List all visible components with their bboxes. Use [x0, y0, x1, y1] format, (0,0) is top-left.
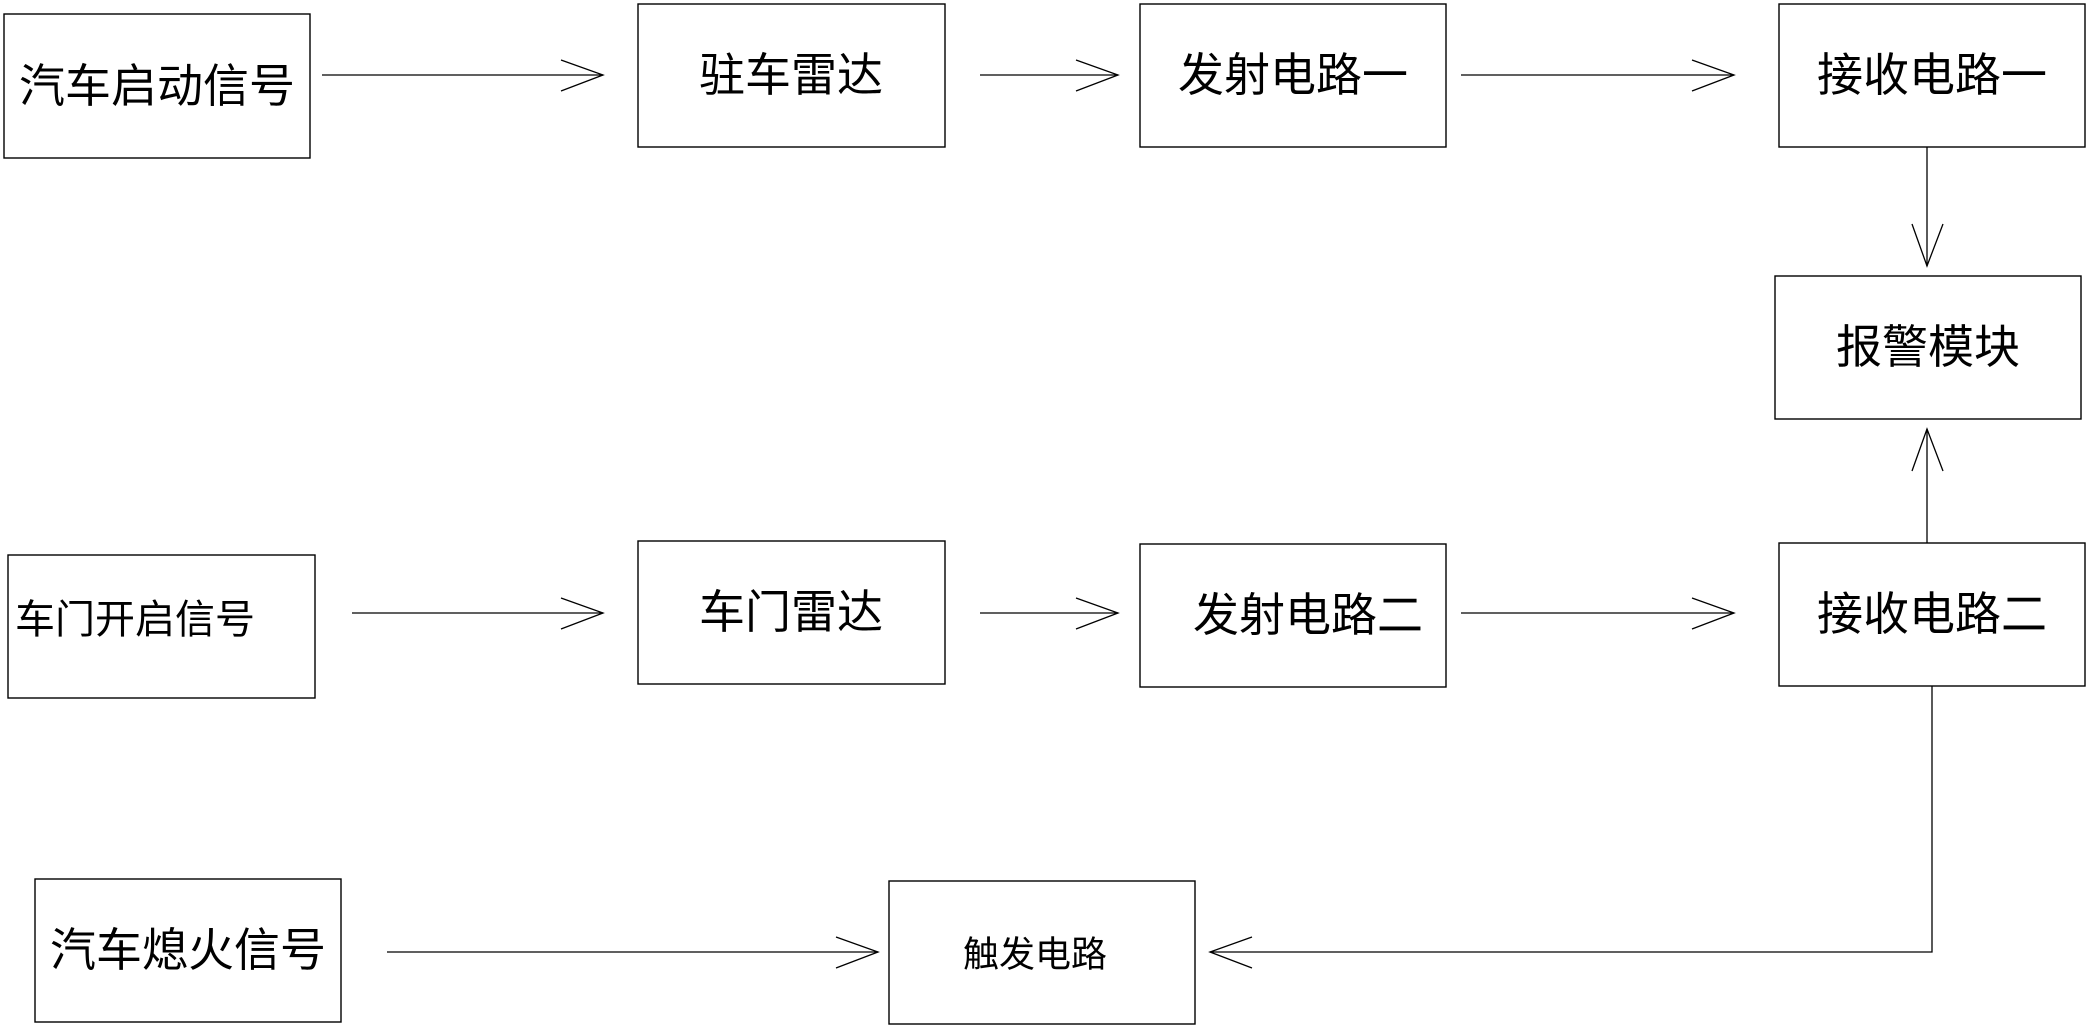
node-receive-circuit-2: 接收电路二 — [1778, 542, 2086, 687]
node-car-shutdown-signal: 汽车熄火信号 — [34, 878, 342, 1023]
arrow-door-open-to-door-radar — [352, 597, 605, 630]
node-label: 接收电路一 — [1817, 48, 2047, 102]
node-car-start-signal: 汽车启动信号 — [3, 13, 311, 159]
node-label: 汽车启动信号 — [19, 59, 295, 113]
node-label: 发射电路二 — [1193, 588, 1423, 642]
arrow-transmit-2-to-receive-2 — [1461, 597, 1736, 630]
node-door-open-signal: 车门开启信号 — [7, 554, 316, 699]
node-label: 车门开启信号 — [15, 597, 255, 643]
node-label: 发射电路一 — [1178, 48, 1408, 102]
node-label: 报警模块 — [1836, 320, 2020, 374]
arrow-receive-2-to-trigger — [1208, 686, 1933, 969]
node-label: 驻车雷达 — [699, 48, 883, 102]
node-parking-radar: 驻车雷达 — [637, 3, 946, 148]
arrow-parking-radar-to-transmit-1 — [980, 59, 1120, 92]
node-label: 触发电路 — [963, 935, 1107, 976]
arrow-receive-2-to-alarm — [1911, 427, 1944, 543]
node-alarm-module: 报警模块 — [1774, 275, 2082, 420]
node-label: 车门雷达 — [699, 585, 883, 639]
node-door-radar: 车门雷达 — [637, 540, 946, 685]
arrow-door-radar-to-transmit-2 — [980, 597, 1120, 630]
arrow-shutdown-to-trigger — [387, 936, 880, 969]
node-transmit-circuit-1: 发射电路一 — [1139, 3, 1447, 148]
node-label: 汽车熄火信号 — [50, 923, 326, 977]
node-transmit-circuit-2: 发射电路二 — [1139, 543, 1447, 688]
node-label: 接收电路二 — [1817, 587, 2047, 641]
arrow-car-start-to-parking-radar — [322, 59, 605, 92]
node-receive-circuit-1: 接收电路一 — [1778, 3, 2086, 148]
arrow-receive-1-to-alarm — [1911, 147, 1944, 268]
arrow-transmit-1-to-receive-1 — [1461, 59, 1736, 92]
node-trigger-circuit: 触发电路 — [888, 880, 1196, 1025]
